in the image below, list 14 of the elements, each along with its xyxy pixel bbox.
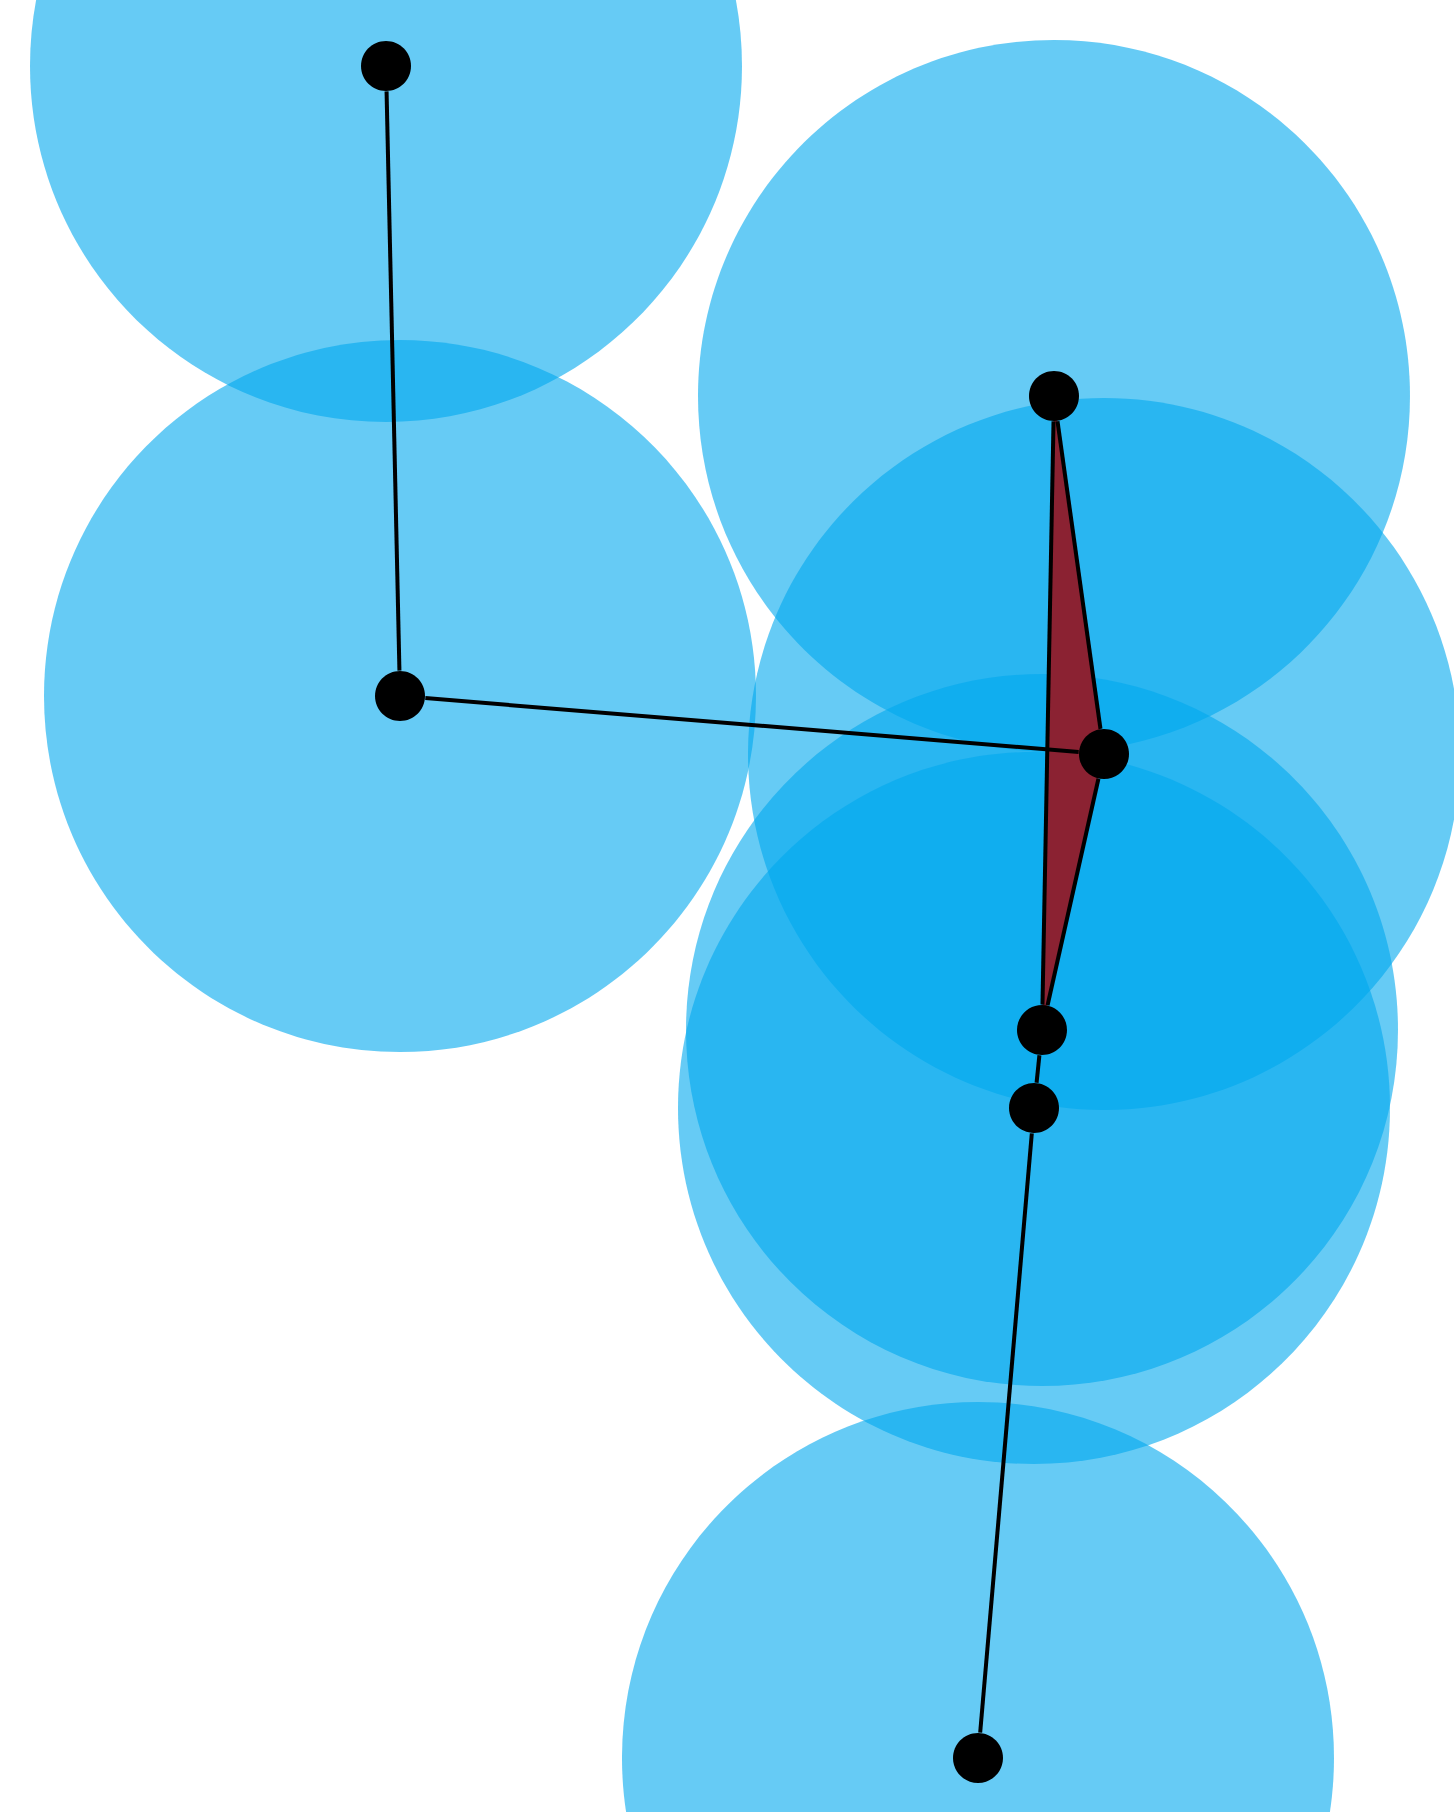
dot bbox=[1079, 729, 1129, 779]
line bbox=[425, 696, 1079, 754]
line bbox=[1034, 1055, 1042, 1083]
line bbox=[1055, 420, 1103, 730]
dot bbox=[1009, 1083, 1059, 1133]
dot bbox=[1017, 1005, 1067, 1055]
line bbox=[1040, 421, 1056, 1005]
line bbox=[384, 91, 402, 671]
dot bbox=[953, 1733, 1003, 1783]
dot bbox=[375, 671, 425, 721]
dot bbox=[1029, 371, 1079, 421]
line bbox=[978, 1133, 1034, 1733]
line bbox=[1045, 778, 1101, 1006]
dot bbox=[361, 41, 411, 91]
